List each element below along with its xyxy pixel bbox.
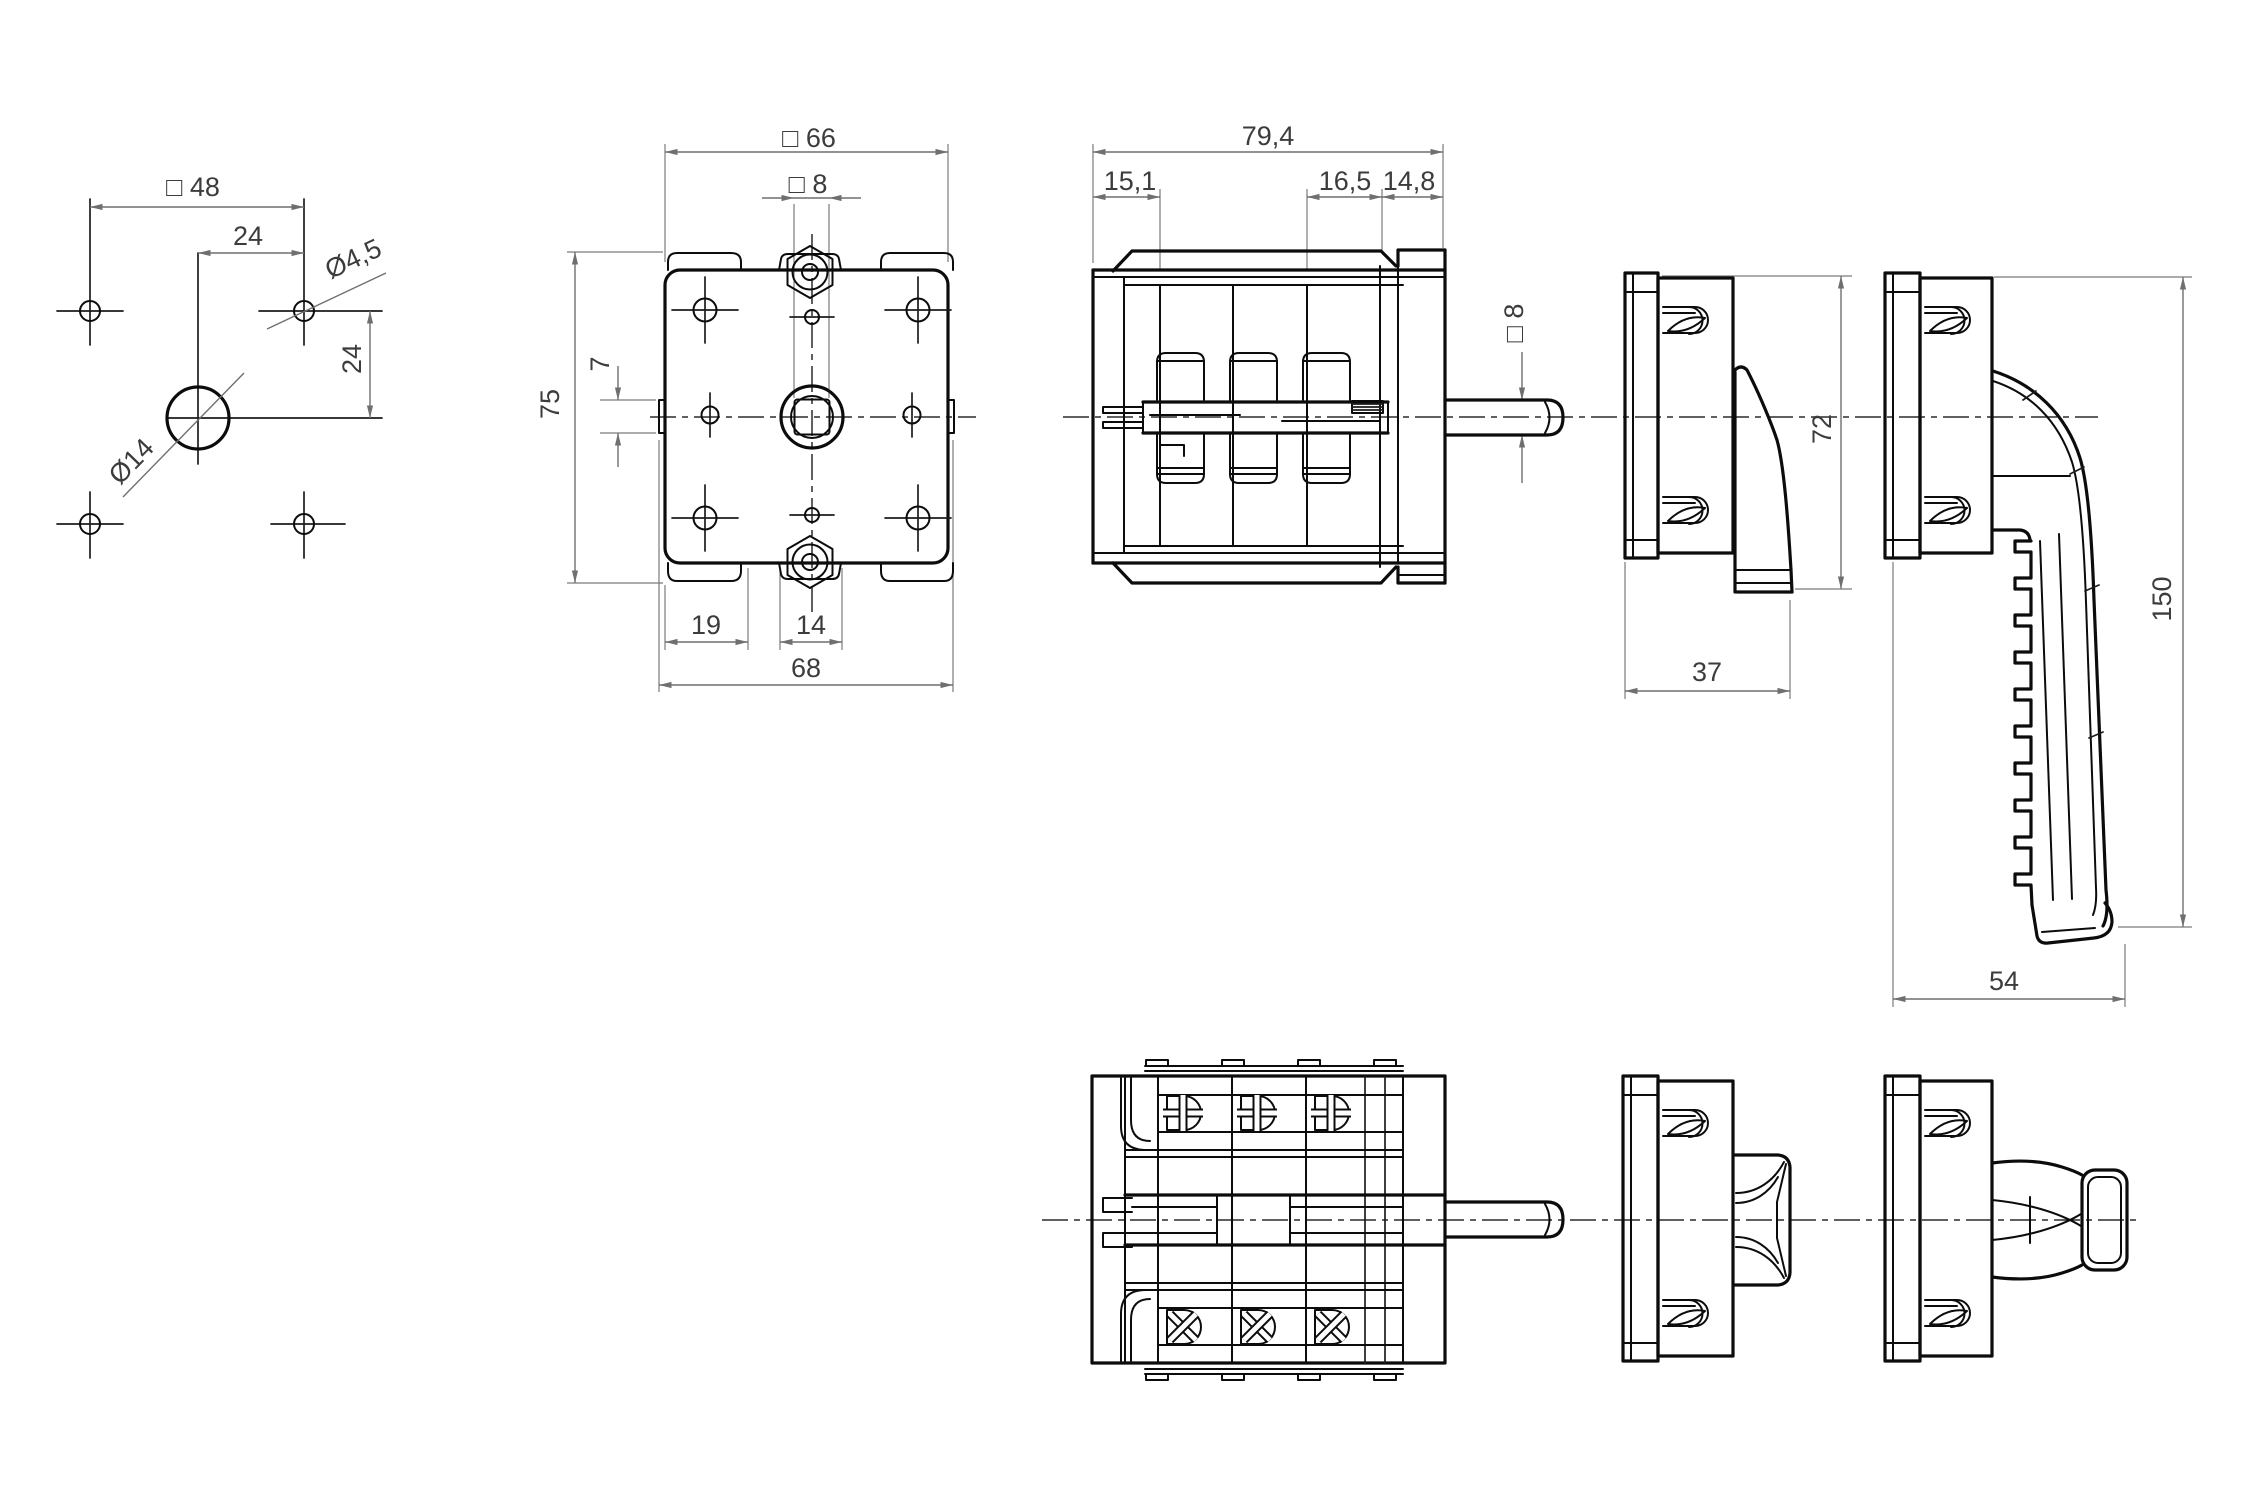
dim-19: 19 — [691, 610, 721, 640]
handle — [1991, 369, 2114, 945]
view-drill-plan: □ 48 24 Ø4,5 24 Ø14 — [56, 172, 387, 559]
bottom-feet — [667, 562, 954, 582]
top-mounting-tabs — [667, 252, 954, 271]
view-flange-handle-side: 150 54 — [1883, 271, 2192, 1007]
drive-shaft — [1443, 1200, 1565, 1239]
body-outline — [1091, 248, 1447, 585]
centerlines — [650, 234, 2140, 1221]
view-bottom-flange-knob — [1621, 1074, 1792, 1363]
shaft-channel — [1102, 1193, 1447, 1248]
handle-end-view — [1990, 1159, 2129, 1281]
dim-vertical-24: 24 — [337, 344, 367, 374]
cover-rails — [1144, 1059, 1404, 1381]
dim-14: 14 — [796, 610, 826, 640]
internal-structure — [1120, 1075, 1404, 1364]
mounting-plate — [1883, 271, 1994, 560]
terminal-screws-bottom — [1166, 1309, 1350, 1345]
drive-shaft — [1443, 398, 1565, 437]
view-side: 79,4 15,1 16,5 14,8 □ 8 — [1091, 121, 1565, 585]
extension-lines — [567, 144, 954, 692]
flange-screws — [1662, 1109, 1709, 1328]
flange-screws — [1662, 306, 1709, 525]
extension-lines — [1624, 275, 1852, 699]
view-bottom-flange-handle — [1883, 1074, 2129, 1363]
dimension-lines — [571, 148, 953, 689]
dim-37: 37 — [1692, 657, 1722, 687]
dim-square-48: □ 48 — [166, 172, 220, 202]
dim-shaft-square-8: □ 8 — [1499, 304, 1529, 343]
small-holes — [700, 309, 922, 523]
dim-72: 72 — [1807, 414, 1837, 444]
dim-79-4: 79,4 — [1242, 121, 1295, 151]
cam-shaft-bar — [1102, 400, 1390, 435]
center-shaft-boss — [779, 384, 845, 450]
leader-lines — [122, 272, 387, 498]
dim-15-1: 15,1 — [1104, 166, 1157, 196]
view-front: □ 66 □ 8 75 7 19 14 68 — [535, 123, 955, 692]
dim-horizontal-24: 24 — [233, 221, 263, 251]
dim-150: 150 — [2147, 576, 2177, 621]
mounting-plate — [1621, 1074, 1735, 1363]
corner-holes — [671, 276, 952, 552]
terminal-screws-top — [1163, 1095, 1351, 1131]
dim-square-66: □ 66 — [782, 123, 836, 153]
terminal-chambers — [1156, 352, 1351, 484]
body-outline — [1090, 1074, 1447, 1365]
dim-7: 7 — [585, 356, 615, 371]
mounting-plate — [1623, 271, 1735, 560]
flange-screws — [1924, 1109, 1971, 1328]
mounting-plate — [1883, 1074, 1994, 1363]
dim-16-5: 16,5 — [1319, 166, 1372, 196]
hole-crosshairs — [56, 198, 383, 559]
mounting-holes — [79, 300, 315, 535]
knob — [1733, 1153, 1792, 1287]
side-tabs — [658, 399, 955, 434]
dim-square-8: □ 8 — [789, 169, 828, 199]
view-bottom-body — [1090, 1059, 1565, 1381]
hex-nuts — [786, 245, 834, 589]
switch-body-outline — [663, 268, 950, 565]
dim-54: 54 — [1989, 966, 2019, 996]
dim-14-8: 14,8 — [1383, 166, 1436, 196]
flange-screws — [1924, 306, 1971, 525]
view-flange-lever-side: 72 37 — [1623, 271, 1852, 699]
dimension-lines — [1093, 148, 1526, 483]
dim-75: 75 — [535, 389, 565, 419]
lever — [1733, 365, 1794, 594]
internal-divisions — [1123, 265, 1399, 568]
extension-lines — [1892, 276, 2192, 1007]
dim-68: 68 — [791, 653, 821, 683]
dim-dia-14: Ø14 — [103, 433, 160, 491]
